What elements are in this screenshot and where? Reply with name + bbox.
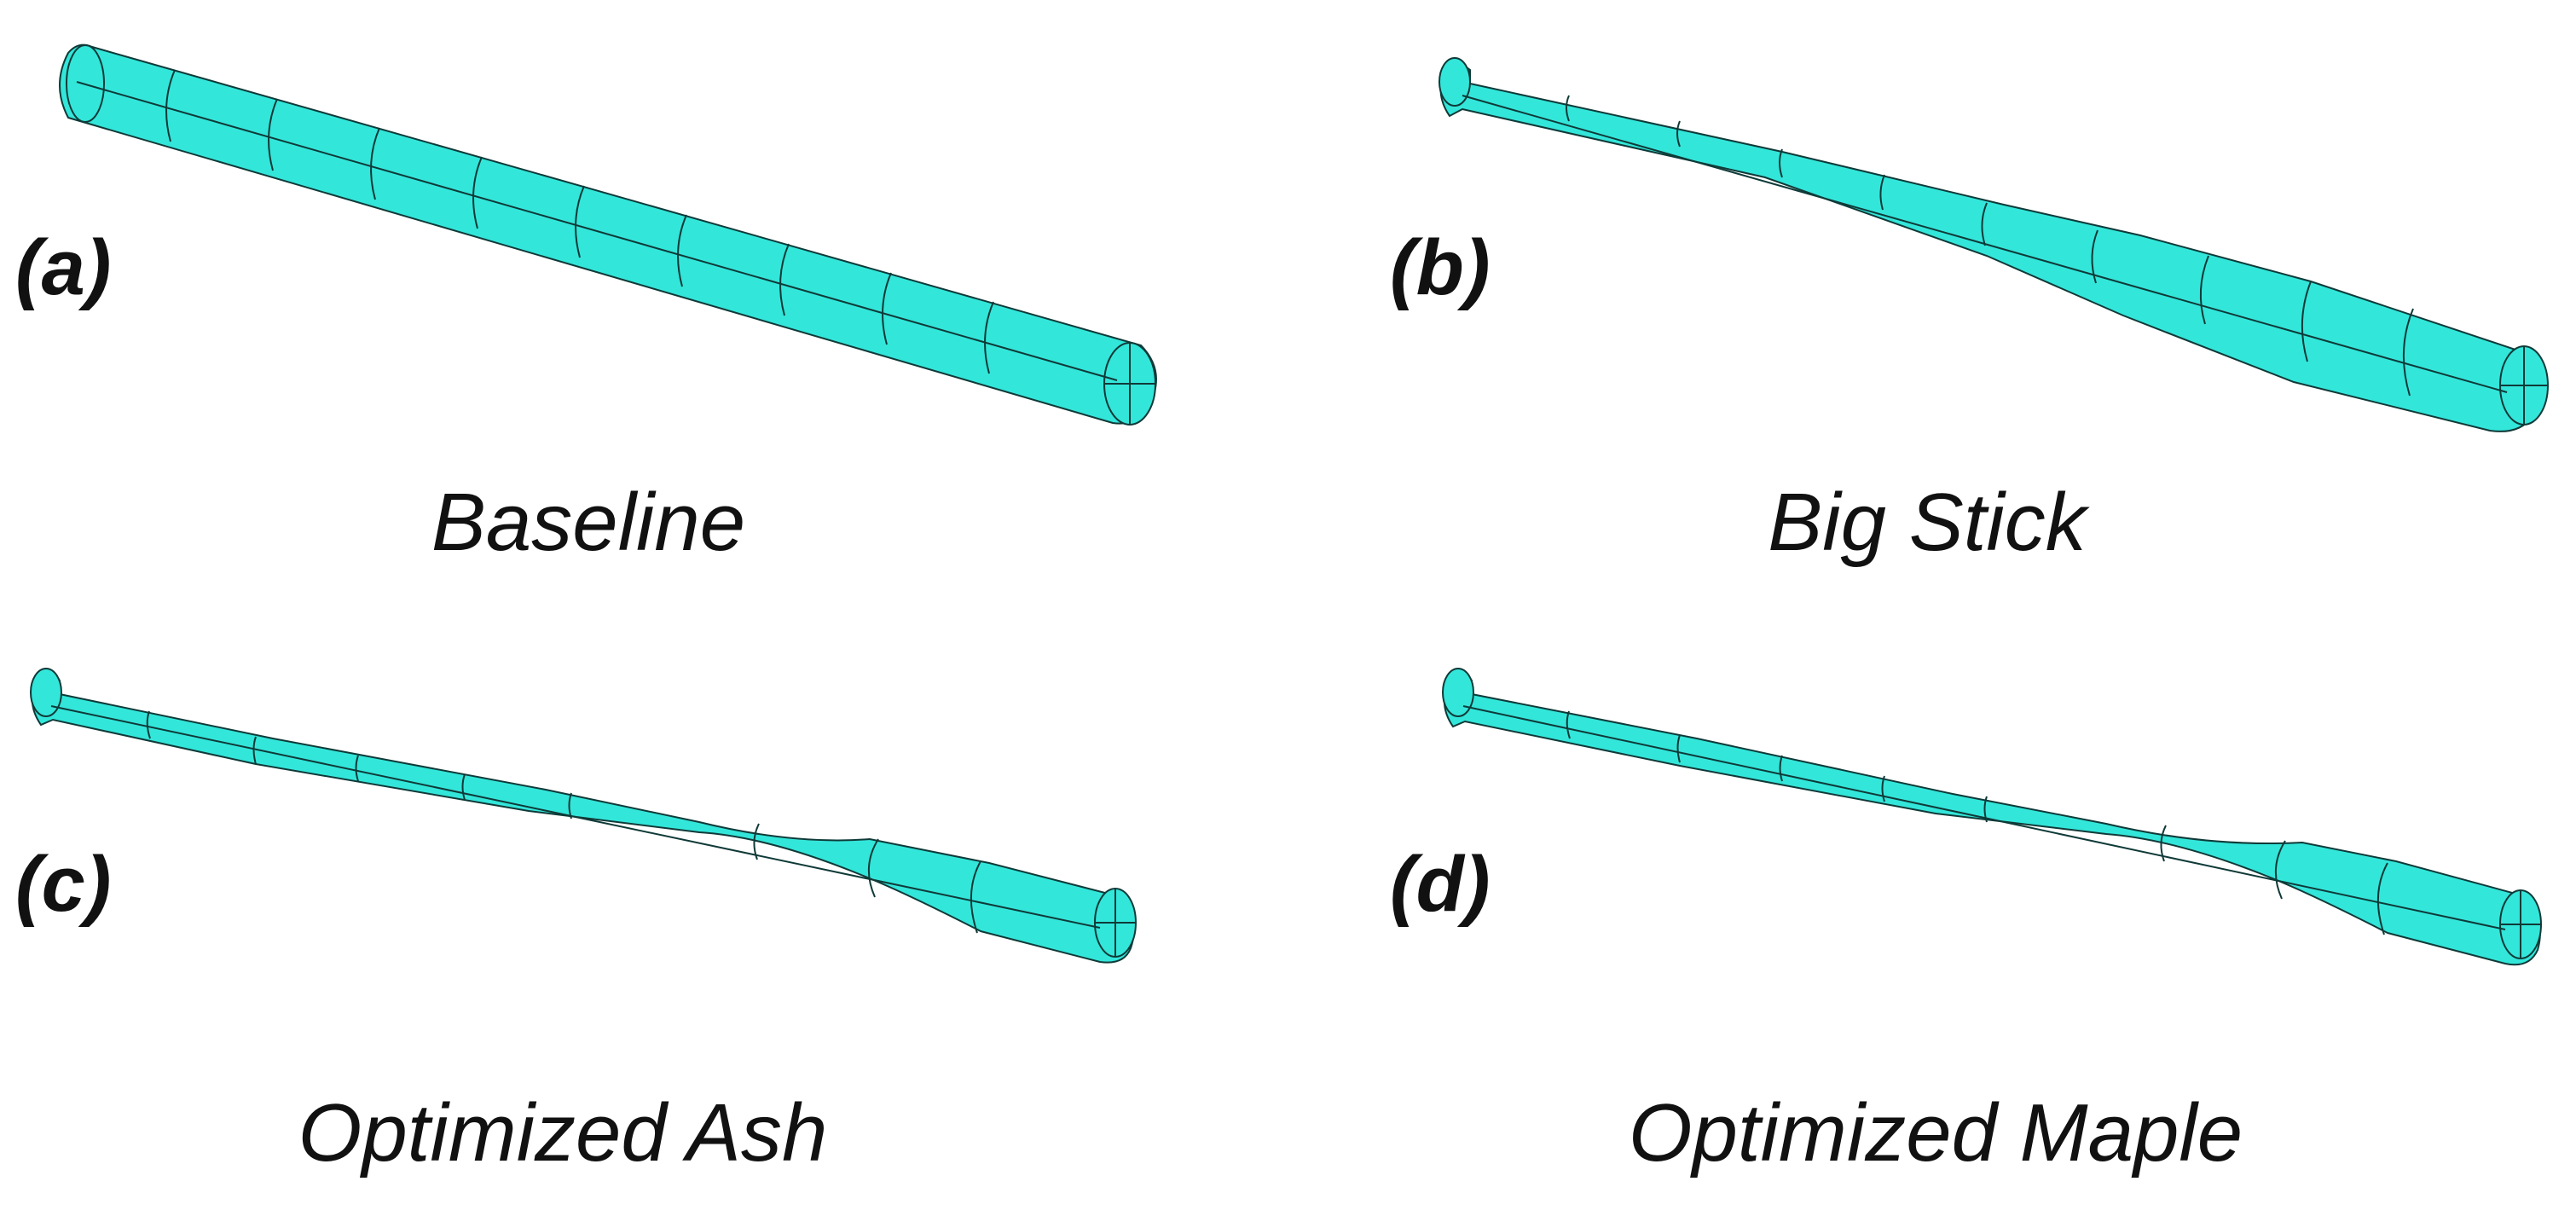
panel-letter-c: (c): [15, 841, 112, 928]
panel-letter-a: (a): [15, 224, 112, 311]
baseline-cylinder-model: [59, 43, 1157, 426]
caption-optimized-ash: Optimized Ash: [298, 1087, 828, 1179]
caption-baseline: Baseline: [431, 477, 746, 568]
panel-letter-b: (b): [1390, 224, 1491, 311]
panel-a: (a) Baseline: [0, 0, 1288, 611]
panel-c: (c) Optimized Ash: [0, 611, 1288, 1221]
panel-b: (b) Big Stick: [1288, 0, 2575, 611]
panel-letter-d: (d): [1390, 841, 1491, 928]
big-stick-bat-model: [1439, 57, 2549, 432]
caption-optimized-maple: Optimized Maple: [1628, 1087, 2243, 1179]
optimized-ash-bat-model: [30, 668, 1137, 964]
optimized-maple-bat-model: [1442, 668, 2542, 966]
panel-d: (d) Optimized Maple: [1288, 611, 2575, 1221]
caption-big-stick: Big Stick: [1768, 477, 2087, 568]
